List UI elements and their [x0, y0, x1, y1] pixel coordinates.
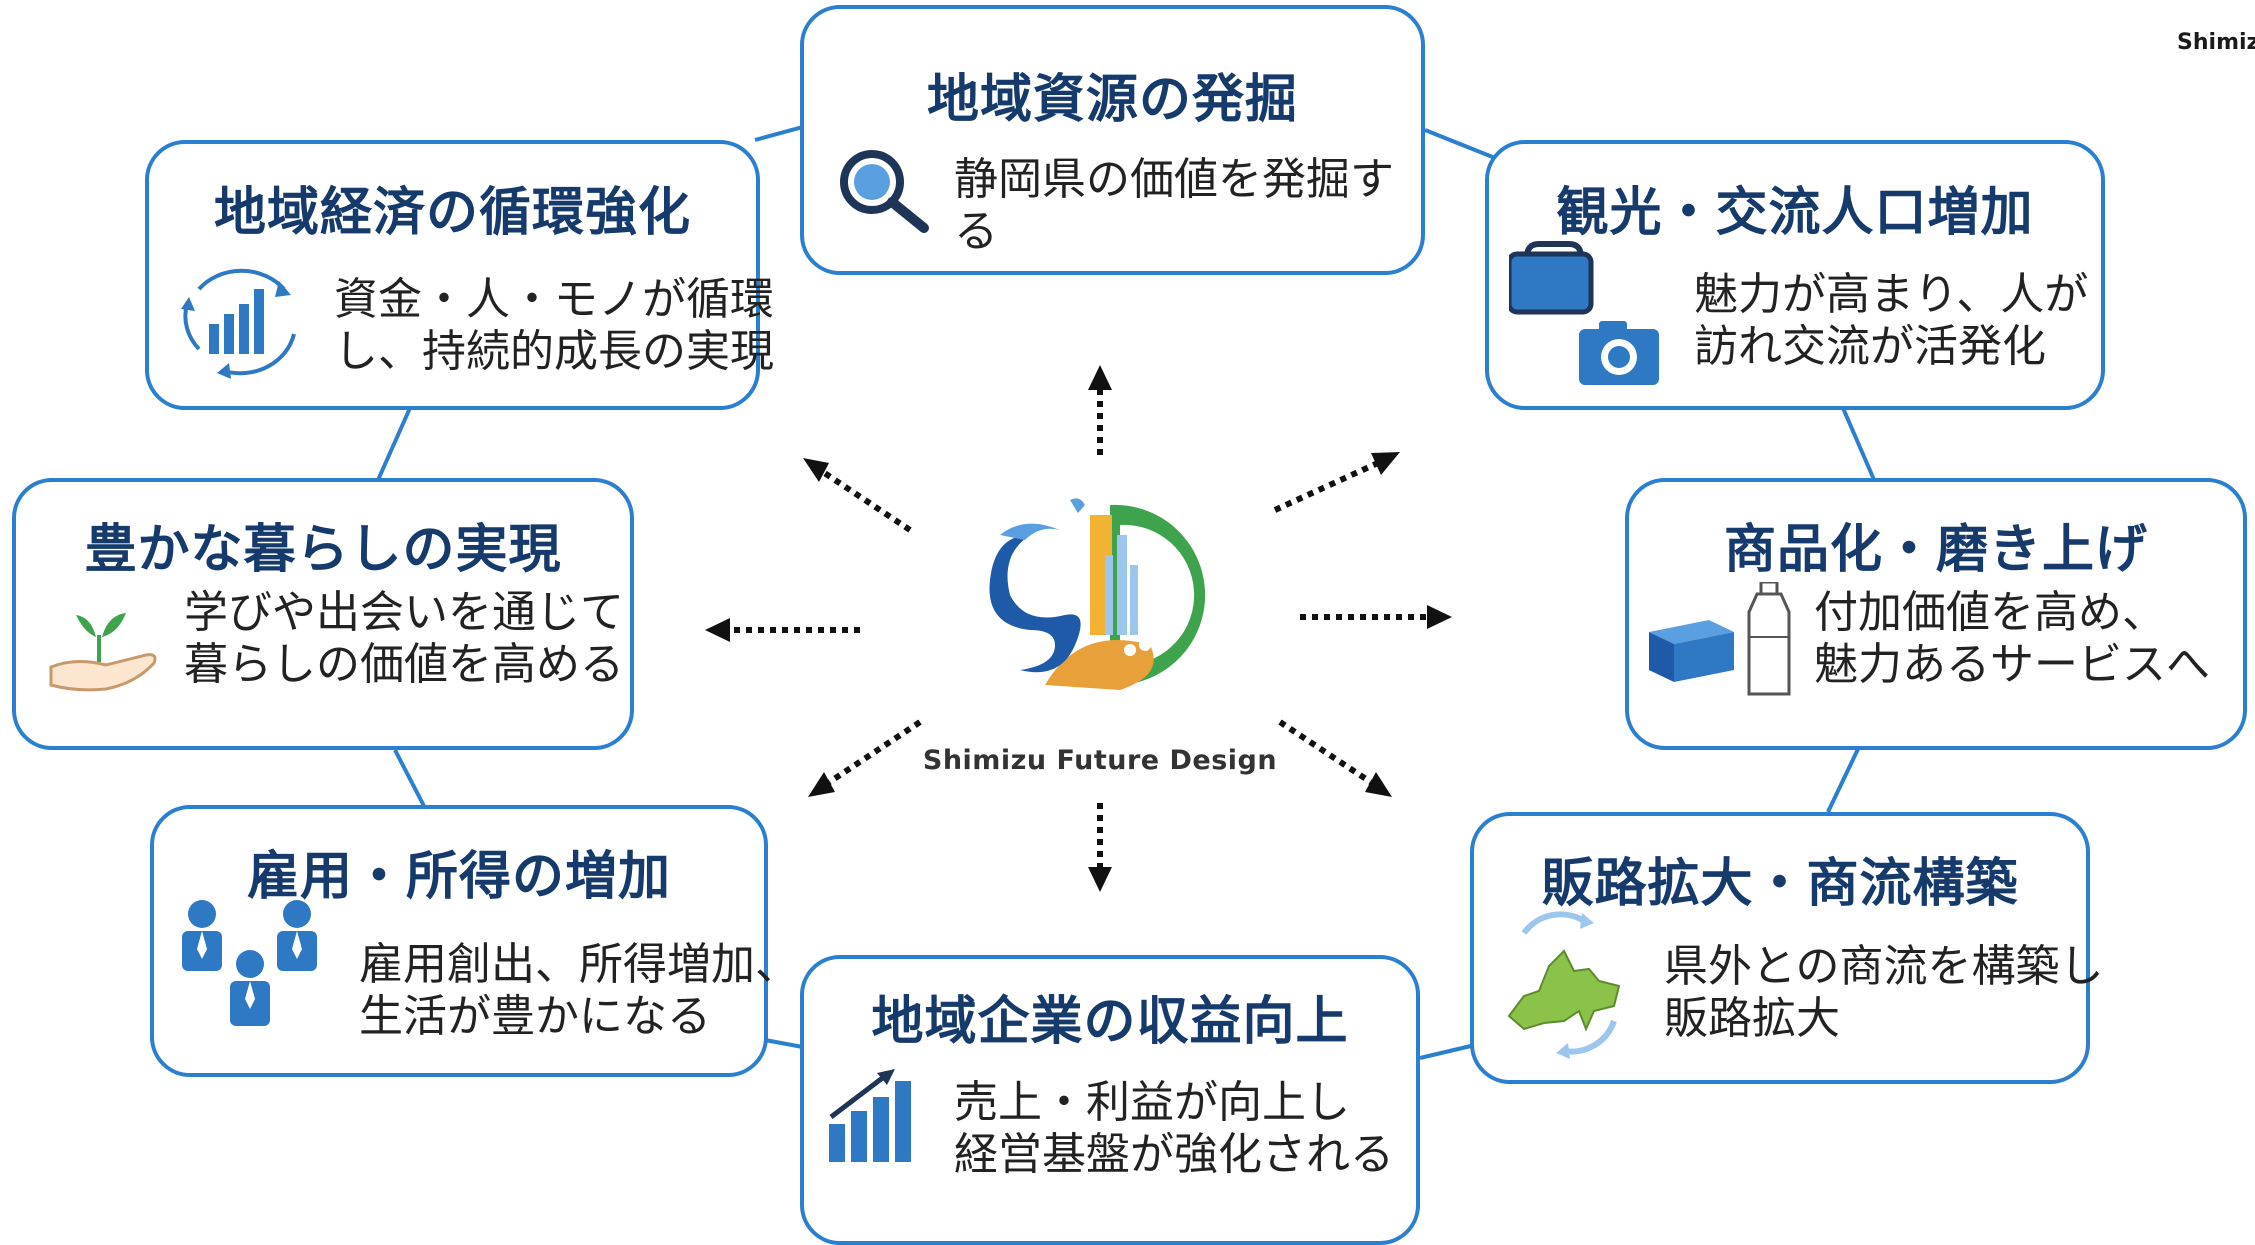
card-title: 商品化・磨き上げ: [1723, 520, 2148, 580]
card-line: 売上・利益が向上し: [954, 1077, 1350, 1128]
card-economy: 地域経済の循環強化 資金・人・モノが循環 し、持続的成長の実現: [145, 140, 774, 410]
sprout-hand-icon: [49, 613, 157, 692]
card-line: 学びや出会いを通じて: [184, 587, 624, 638]
card-line: 訪れ交流が活発化: [1694, 321, 2046, 372]
corner-label: Shimizu: [2177, 30, 2255, 55]
shizuoka-map-icon: [1507, 911, 1621, 1059]
cycle-chart-icon: [181, 268, 296, 379]
card-sales: 販路拡大・商流構築 県外との商流を構築し 販路拡大: [1470, 812, 2104, 1084]
card-line: 静岡県の価値を発掘す: [954, 154, 1394, 205]
card-line: 雇用創出、所得増加、: [359, 939, 799, 990]
card-line: 暮らしの価値を高める: [184, 639, 624, 690]
shimizu-future-design-logo: [989, 498, 1206, 690]
card-profit: 地域企業の収益向上 売上・利益が向上し 経営基盤が強化される: [800, 955, 1420, 1245]
card-line: 魅力あるサービスへ: [1814, 639, 2210, 690]
card-title: 雇用・所得の増加: [246, 847, 671, 907]
card-discovery: 地域資源の発掘 静岡県の価値を発掘す る: [800, 5, 1425, 275]
card-employment: 雇用・所得の増加 雇用創出、所得増加、 生活が豊かになる: [150, 805, 799, 1077]
card-title: 豊かな暮らしの実現: [84, 520, 562, 580]
card-living: 豊かな暮らしの実現 学びや出会いを通じて 暮らしの価値を高める: [12, 478, 634, 750]
card-line: る: [954, 206, 998, 257]
card-title: 観光・交流人口増加: [1556, 183, 2034, 243]
card-line: 資金・人・モノが循環: [334, 274, 774, 325]
card-line: 販路拡大: [1664, 993, 1840, 1044]
bag-camera-icon: [1509, 241, 1659, 385]
card-title: 地域企業の収益向上: [871, 992, 1349, 1052]
card-product: 商品化・磨き上げ 付加価値を高め、 魅力あるサービスへ: [1625, 478, 2247, 750]
card-title: 地域資源の発掘: [926, 70, 1298, 130]
center-caption: Shimizu Future Design: [922, 745, 1278, 776]
people-icon: [182, 900, 317, 1026]
box-bottle-icon: [1649, 582, 1791, 696]
card-line: し、持続的成長の実現: [334, 326, 774, 377]
card-line: 付加価値を高め、: [1814, 587, 2166, 638]
card-line: 魅力が高まり、人が: [1694, 269, 2089, 320]
card-title: 地域経済の循環強化: [213, 183, 691, 243]
card-line: 県外との商流を構築し: [1664, 941, 2104, 992]
card-line: 経営基盤が強化される: [954, 1129, 1394, 1180]
card-line: 生活が豊かになる: [359, 991, 711, 1042]
magnifier-icon: [840, 150, 929, 233]
card-tourism: 観光・交流人口増加 魅力が高まり、人が 訪れ交流が活発化: [1485, 140, 2105, 410]
growth-chart-icon: [829, 1069, 911, 1162]
card-title: 販路拡大・商流構築: [1541, 854, 2019, 914]
